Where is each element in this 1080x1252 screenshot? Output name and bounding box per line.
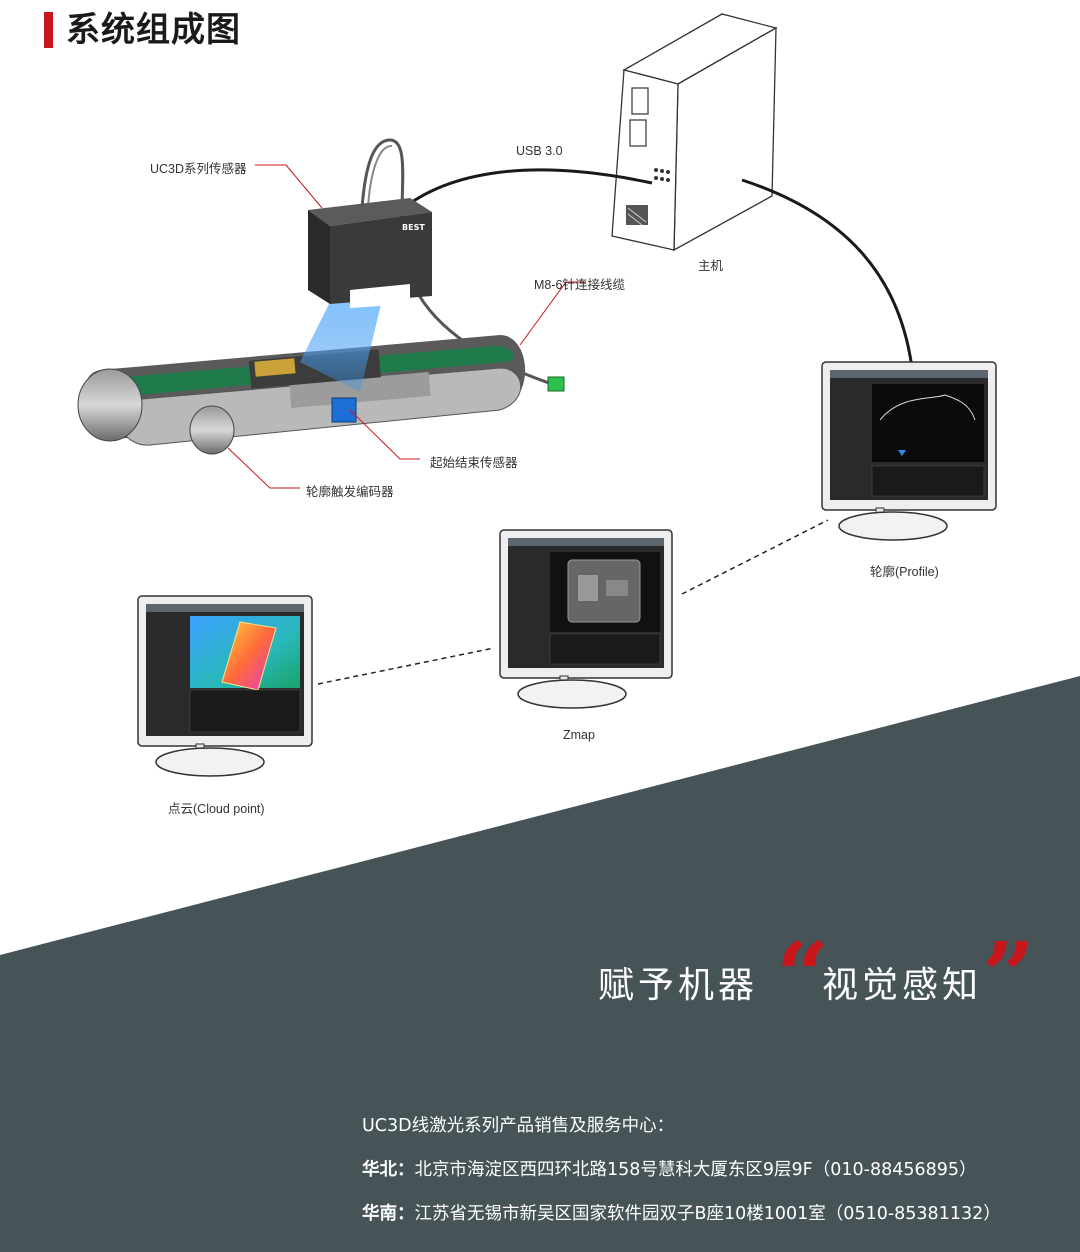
monitor-profile [821, 361, 997, 541]
contact-north-label: 华北： [362, 1160, 415, 1180]
start-end-leader [349, 409, 420, 460]
contact-south: 华南：江苏省无锡市新吴区国家软件园双子B座10楼1001室（0510-85381… [362, 1200, 1001, 1225]
sensor-leader [255, 164, 323, 209]
label-cable: M8-6针连接线缆 [534, 278, 625, 292]
label-host: 主机 [698, 259, 724, 273]
encoder-leader [227, 447, 300, 489]
dashed-link-zmap-cloud [317, 647, 495, 685]
monitor-cloud [137, 595, 313, 777]
sensor-brand-text: BEST [402, 223, 425, 232]
label-start-end-sensor: 起始结束传感器 [430, 456, 518, 470]
label-cloud: 点云(Cloud point) [168, 802, 265, 816]
footer-background [0, 676, 1080, 1252]
contact-south-label: 华南： [362, 1204, 415, 1224]
laser-fan [300, 300, 382, 392]
monitor-cable [741, 178, 914, 369]
slogan-quote-close: ” [982, 922, 1035, 1030]
page-title: 系统组成图 [66, 10, 241, 50]
slogan-part2: 视觉感知 [822, 965, 983, 1006]
contact-south-text: 江苏省无锡市新吴区国家软件园双子B座10楼1001室（0510-85381132… [414, 1204, 1001, 1224]
label-profile: 轮廓(Profile) [870, 565, 939, 579]
conveyor [77, 335, 565, 455]
host-computer [611, 13, 778, 252]
contact-heading: UC3D线激光系列产品销售及服务中心： [362, 1116, 675, 1136]
contact-north: 华北：北京市海淀区西四环北路158号慧科大厦东区9层9F（010-8845689… [362, 1156, 977, 1181]
title-accent-bar [44, 12, 53, 48]
uc3d-sensor: BEST [308, 198, 432, 308]
monitor-zmap [499, 529, 673, 709]
label-encoder: 轮廓触发编码器 [306, 485, 394, 499]
slogan-part1: 赋予机器 [598, 965, 759, 1006]
dashed-link-profile-zmap [681, 519, 829, 595]
label-sensor: UC3D系列传感器 [150, 162, 247, 176]
slogan-quote-open: “ [776, 922, 829, 1030]
cable-leader [519, 281, 586, 346]
contact-north-text: 北京市海淀区西四环北路158号慧科大厦东区9层9F（010-88456895） [414, 1160, 977, 1180]
label-zmap: Zmap [563, 728, 595, 742]
sensor-cable-2 [367, 144, 393, 209]
label-usb: USB 3.0 [516, 144, 563, 158]
